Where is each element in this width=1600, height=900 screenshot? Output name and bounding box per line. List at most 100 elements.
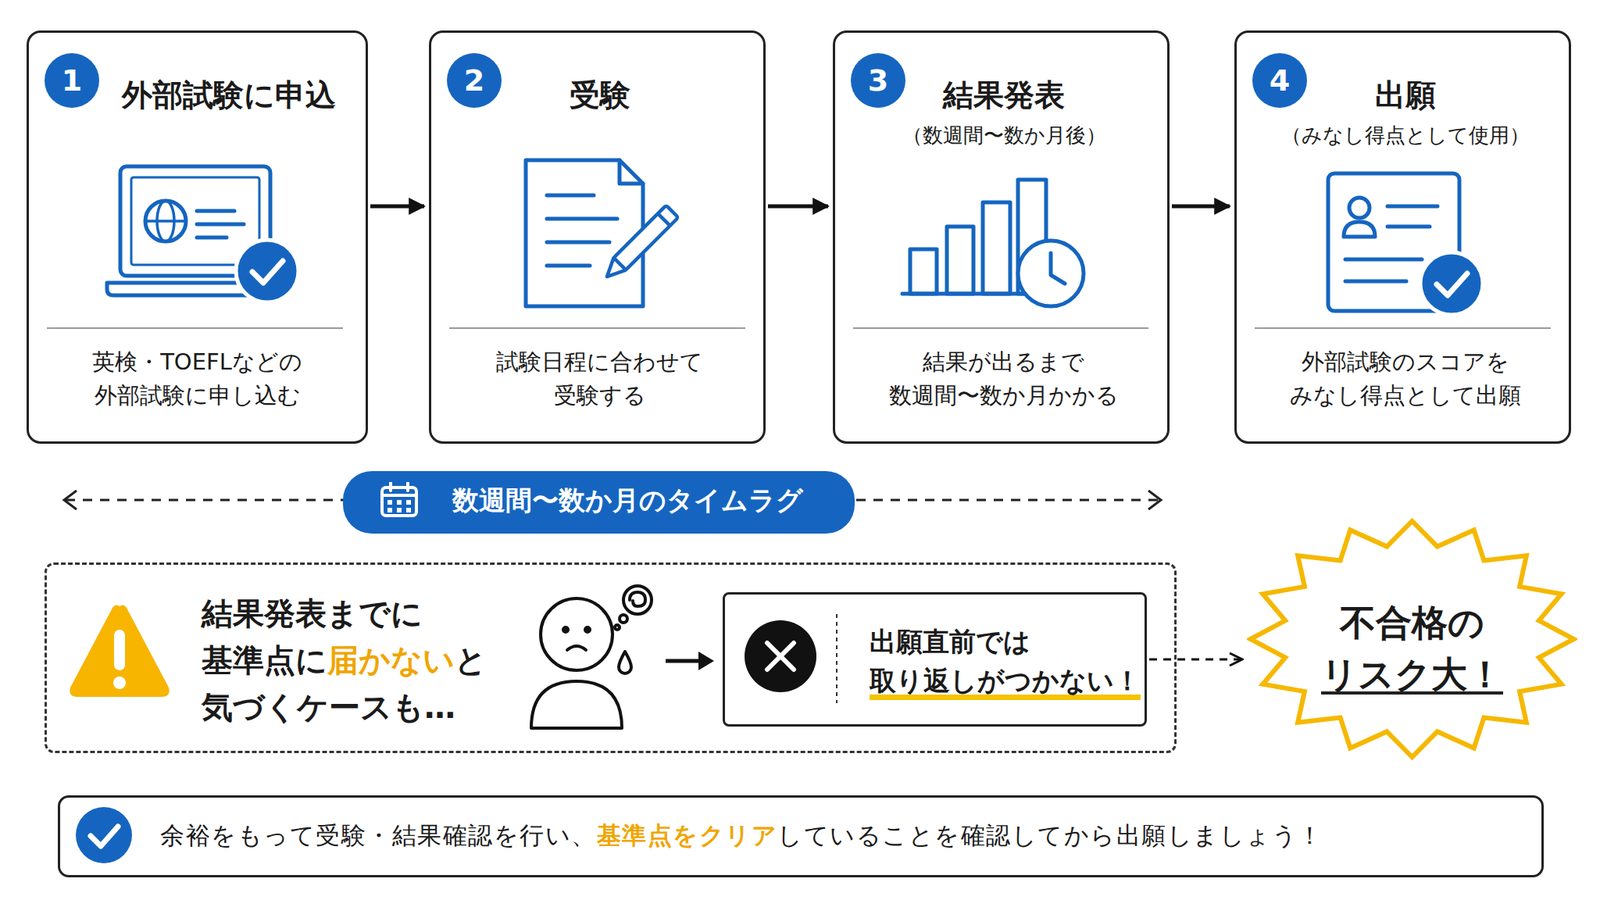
advice-highlight: 基準点をクリア — [596, 821, 779, 850]
check-badge — [1436, 273, 1468, 296]
document-icon — [546, 217, 618, 222]
worried-person-icon — [629, 592, 646, 607]
flow-arrow — [1171, 204, 1230, 209]
box-divider — [46, 327, 1551, 329]
laptop-icon — [107, 166, 284, 296]
pencil-icon — [657, 213, 671, 226]
calendar-icon — [387, 507, 393, 513]
timelag-pill: 数週間〜数か月のタイムラグ — [342, 471, 855, 534]
flow-arrow — [370, 204, 425, 209]
profile-card-icon — [1345, 257, 1422, 262]
step-box: 4出願 （みなし得点として使用） 外部試験のスコアを みなし得点として出願 — [1234, 30, 1572, 444]
step-number: 4 — [1252, 53, 1308, 108]
check-badge — [90, 826, 118, 847]
bar-chart-icon — [982, 202, 1011, 294]
step-box: 1外部試験に申込英検・TOEFLなどの 外部試験に申し込む — [26, 30, 368, 444]
cross-icon — [744, 620, 817, 693]
document-icon — [546, 240, 610, 245]
warning-icon — [69, 604, 169, 697]
cross-icon — [767, 642, 794, 670]
check-badge — [1420, 252, 1483, 315]
calendar-icon — [406, 507, 411, 513]
warning-region: 結果発表までに 基準点に届かないと 気づくケースも…出願直前では取り返しがつかな… — [44, 562, 1177, 754]
pencil-icon — [613, 205, 679, 271]
calendar-icon — [387, 500, 393, 505]
profile-card-icon — [1343, 221, 1375, 237]
step-heading: 出願 — [1272, 76, 1539, 114]
calendar-icon — [380, 482, 418, 518]
worried-person-icon — [531, 585, 652, 729]
worried-person-icon — [567, 646, 586, 650]
document-icon — [525, 160, 643, 307]
consequence-box: 出願直前では取り返しがつかない！ — [722, 592, 1147, 727]
step-body: 試験日程に合わせて 受験する — [482, 345, 718, 413]
step-number: 3 — [850, 53, 906, 108]
text-line: 余裕をもって受験・結果確認を行い、基準点をクリアしていることを確認してから出願し… — [160, 797, 1324, 873]
step-heading: 外部試験に申込 — [96, 76, 362, 114]
timeline-dashed-arrow — [1148, 490, 1161, 510]
check-badge — [235, 239, 299, 303]
pointer-arrow — [665, 651, 715, 671]
step-body: 外部試験のスコアを みなし得点として出願 — [1276, 345, 1535, 413]
step-body: 結果が出るまで 数週間〜数か月かかる — [875, 345, 1133, 413]
warning-icon — [113, 676, 126, 690]
flow-arrow — [1149, 658, 1243, 661]
check-badge — [252, 260, 283, 283]
pointer-arrow — [665, 659, 700, 664]
document-icon — [619, 160, 643, 184]
cross-icon — [744, 620, 817, 693]
laptop-icon — [145, 200, 186, 242]
advice-text: 余裕をもって受験・結果確認を行い、 — [160, 821, 597, 850]
box-divider — [853, 327, 1149, 329]
document-icon — [546, 264, 590, 268]
profile-card-icon — [1345, 279, 1407, 284]
dashed-divider — [835, 614, 838, 704]
advice-bar: 余裕をもって受験・結果確認を行い、基準点をクリアしていることを確認してから出願し… — [57, 795, 1544, 878]
calendar-icon — [406, 500, 411, 505]
worried-person-icon — [614, 625, 620, 630]
warning-icon — [114, 629, 125, 671]
document-icon — [525, 160, 643, 307]
consequence-text: 出願直前では — [869, 624, 1031, 659]
calendar-icon — [389, 482, 393, 491]
calendar-icon — [406, 482, 410, 491]
pointer-arrow — [698, 651, 715, 671]
laptop-icon — [145, 219, 186, 223]
step-subheading: （数週間〜数か月後） — [855, 121, 1153, 149]
calendar-icon — [382, 493, 417, 497]
step-heading: 結果発表 — [871, 76, 1137, 114]
warning-icon — [69, 604, 169, 697]
step-subheading: （みなし得点として使用） — [1257, 121, 1554, 149]
warning-highlight: 届かない — [327, 642, 455, 679]
worried-person-icon — [623, 585, 652, 615]
worried-person-icon — [563, 627, 568, 633]
worried-person-icon — [618, 651, 632, 674]
calendar-icon — [382, 487, 417, 516]
timeline-dashed-arrow — [64, 490, 77, 510]
pencil-icon — [600, 257, 626, 283]
bar-chart-icon — [910, 249, 937, 294]
step-box: 3結果発表 （数週間〜数か月後） 結果が出るまで 数週間〜数か月かかる — [832, 30, 1170, 444]
box-divider — [449, 327, 746, 329]
bar-chart-icon — [902, 292, 1032, 297]
step-number: 2 — [446, 53, 502, 108]
profile-card-icon — [1387, 225, 1430, 229]
worried-person-icon — [585, 627, 590, 633]
check-badge — [75, 807, 133, 864]
worried-person-icon — [531, 681, 622, 729]
laptop-icon — [196, 209, 235, 214]
step-box: 2受験試験日程に合わせて 受験する — [428, 30, 766, 444]
bar-chart-icon — [1050, 253, 1065, 284]
cross-icon — [767, 642, 794, 670]
advice-text: していることを確認してから出願しましょう！ — [777, 821, 1324, 850]
document-icon — [546, 193, 594, 198]
step-number: 1 — [44, 53, 100, 108]
calendar-icon — [396, 500, 402, 505]
box-divider — [46, 327, 343, 329]
calendar-icon — [396, 507, 402, 513]
worried-person-icon — [619, 614, 628, 623]
check-badge — [75, 807, 133, 864]
bar-chart-icon — [946, 226, 974, 294]
pencil-icon — [600, 205, 679, 283]
